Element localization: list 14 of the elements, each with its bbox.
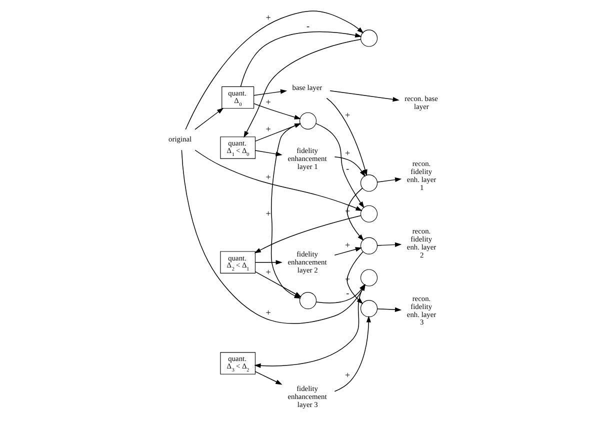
edge-label: - bbox=[306, 20, 310, 31]
edge-label: - bbox=[346, 164, 350, 174]
edge-label: + bbox=[345, 240, 350, 250]
edge-label: + bbox=[266, 96, 271, 107]
edge-label: - bbox=[346, 288, 350, 298]
edge-label: + bbox=[266, 266, 271, 277]
edge-label: + bbox=[345, 148, 350, 158]
edge-label: + bbox=[266, 307, 271, 318]
edge-label: + bbox=[266, 124, 271, 134]
edge-label: + bbox=[345, 110, 350, 120]
edge-label: + bbox=[266, 12, 271, 22]
edge-label: + bbox=[345, 370, 350, 380]
edge-label: + bbox=[266, 172, 271, 182]
edge-label: + bbox=[266, 208, 271, 219]
